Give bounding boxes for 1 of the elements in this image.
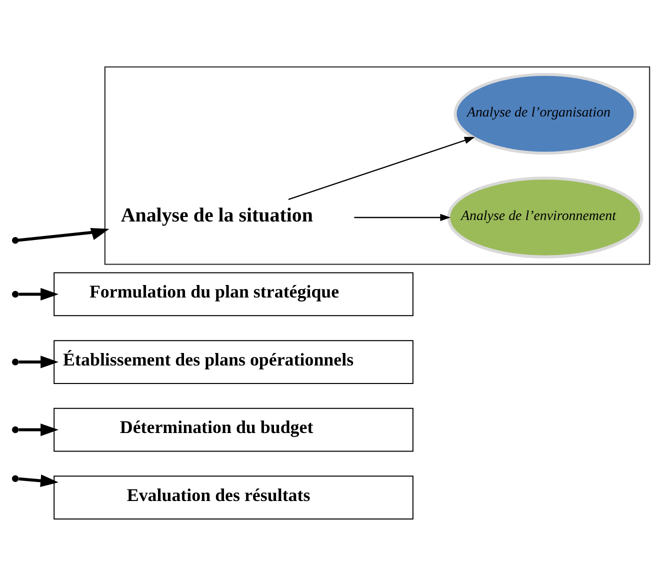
- node-text: Analyse de la situation: [120, 204, 313, 226]
